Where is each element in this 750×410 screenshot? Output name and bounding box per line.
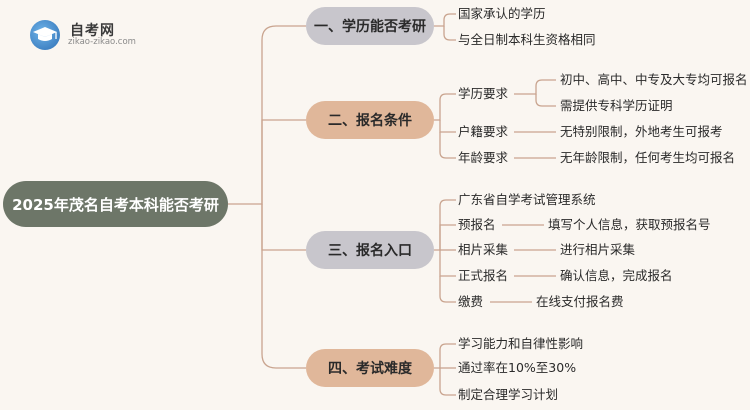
graduation-cap-icon	[30, 20, 60, 50]
leaf-text: 制定合理学习计划	[458, 387, 559, 402]
leaf-text: 无年龄限制，任何考生均可报名	[560, 150, 736, 165]
leaf-text: 无特别限制，外地考生可报考	[560, 124, 723, 139]
leaf-text: 通过率在10%至30%	[458, 360, 577, 375]
root-topic: 2025年茂名自考本科能否考研	[3, 181, 228, 227]
leaf-text: 学习能力和自律性影响	[458, 336, 584, 351]
branch-1-topic: 一、学历能否考研	[306, 7, 434, 45]
leaf-text: 户籍要求	[458, 124, 509, 139]
branch-3-topic: 三、报名入口	[306, 231, 434, 269]
leaf-text: 年龄要求	[458, 150, 509, 165]
site-logo[interactable]: 自考网 zikao-zikao.com	[30, 20, 140, 50]
leaf-text: 确认信息，完成报名	[560, 268, 673, 283]
leaf-text: 广东省自学考试管理系统	[458, 192, 596, 207]
leaf-text: 缴费	[458, 294, 484, 309]
leaf-text: 学历要求	[458, 86, 509, 101]
branch-2-topic: 二、报名条件	[306, 101, 434, 139]
leaf-text: 填写个人信息，获取预报名号	[548, 217, 711, 232]
logo-title: 自考网	[70, 23, 115, 39]
leaf-text: 需提供专科学历证明	[560, 98, 673, 113]
leaf-text: 与全日制本科生资格相同	[458, 32, 596, 47]
leaf-text: 正式报名	[458, 268, 509, 283]
leaf-text: 相片采集	[458, 242, 509, 257]
logo-url: zikao-zikao.com	[68, 37, 136, 47]
branch-4-topic: 四、考试难度	[306, 349, 434, 387]
leaf-text: 初中、高中、中专及大专均可报名	[560, 72, 748, 87]
leaf-text: 在线支付报名费	[536, 294, 624, 309]
leaf-text: 国家承认的学历	[458, 6, 546, 21]
leaf-text: 预报名	[458, 217, 496, 232]
leaf-text: 进行相片采集	[560, 242, 636, 257]
